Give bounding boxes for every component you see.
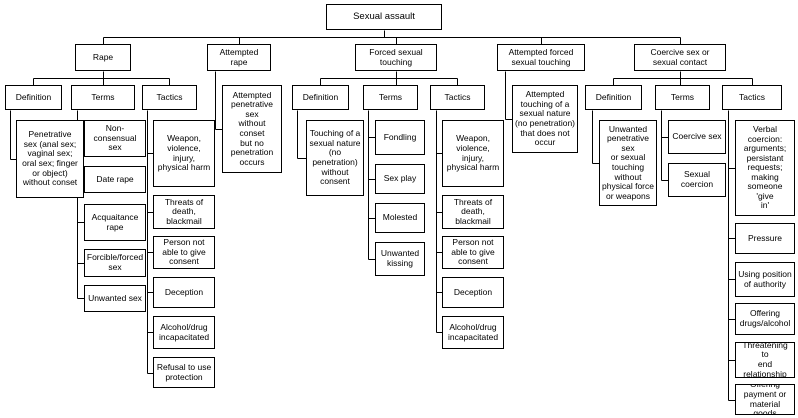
node-sexual-assault: Sexual assault	[326, 4, 442, 30]
node-attempted-forced-sexual-touching: Attempted forced sexual touching	[497, 44, 585, 71]
coercive-terms-header: Terms	[655, 85, 710, 110]
fst-definition-header: Definition	[292, 85, 349, 110]
coercive-tactic-item: Verbal coercion: arguments; persistant r…	[735, 120, 795, 216]
rape-tactic-item: Alcohol/drug incapacitated	[153, 316, 215, 349]
rape-term-item: Acquaitance rape	[84, 204, 146, 241]
rape-term-item: Unwanted sex	[84, 285, 146, 312]
attempted-fst-item: Attempted touching of a sexual nature (n…	[512, 85, 578, 153]
coercive-tactics-header: Tactics	[722, 85, 782, 110]
fst-tactics-header: Tactics	[430, 85, 485, 110]
coercive-tactic-item: Threatening to end relationship	[735, 342, 795, 378]
coercive-definition-header: Definition	[585, 85, 642, 110]
rape-definition-item: Penetrative sex (anal sex; vaginal sex; …	[16, 120, 84, 198]
rape-tactic-item: Person not able to give consent	[153, 236, 215, 269]
attempted-rape-item: Attempted penetrative sex without conset…	[222, 85, 282, 173]
fst-term-item: Sex play	[375, 164, 425, 194]
rape-definition-header: Definition	[5, 85, 62, 110]
rape-tactic-item: Deception	[153, 277, 215, 308]
rape-tactics-header: Tactics	[142, 85, 197, 110]
rape-term-item: Forcible/forced sex	[84, 249, 146, 277]
rape-term-item: Date rape	[84, 166, 146, 193]
node-forced-sexual-touching: Forced sexual touching	[355, 44, 437, 71]
fst-term-item: Unwanted kissing	[375, 242, 425, 276]
fst-tactic-item: Weapon, violence, injury, physical harm	[442, 120, 504, 187]
coercive-tactic-item: Offering payment or material goods	[735, 384, 795, 415]
node-attempted-rape: Attempted rape	[207, 44, 271, 71]
rape-term-item: Non- consensual sex	[84, 120, 146, 157]
coercive-tactic-item: Pressure	[735, 223, 795, 254]
coercive-term-item: Sexual coercion	[668, 163, 726, 197]
node-rape: Rape	[75, 44, 131, 71]
node-coercive-sex: Coercive sex or sexual contact	[634, 44, 726, 71]
rape-tactic-item: Threats of death, blackmail	[153, 195, 215, 229]
coercive-definition-item: Unwanted penetrative sex or sexual touch…	[599, 120, 657, 206]
rape-terms-header: Terms	[71, 85, 135, 110]
coercive-tactic-item: Offering drugs/alcohol	[735, 303, 795, 335]
fst-tactic-item: Person not able to give consent	[442, 236, 504, 269]
coercive-term-item: Coercive sex	[668, 120, 726, 154]
coercive-tactic-item: Using position of authority	[735, 262, 795, 297]
rape-tactic-item: Refusal to use protection	[153, 357, 215, 388]
fst-tactic-item: Alcohol/drug incapacitated	[442, 316, 504, 349]
fst-term-item: Fondling	[375, 120, 425, 155]
fst-terms-header: Terms	[363, 85, 418, 110]
rape-tactic-item: Weapon, violence, injury, physical harm	[153, 120, 215, 187]
fst-term-item: Molested	[375, 203, 425, 233]
fst-tactic-item: Threats of death, blackmail	[442, 195, 504, 229]
fst-definition-item: Touching of a sexual nature (no penetrat…	[306, 120, 364, 196]
fst-tactic-item: Deception	[442, 277, 504, 308]
